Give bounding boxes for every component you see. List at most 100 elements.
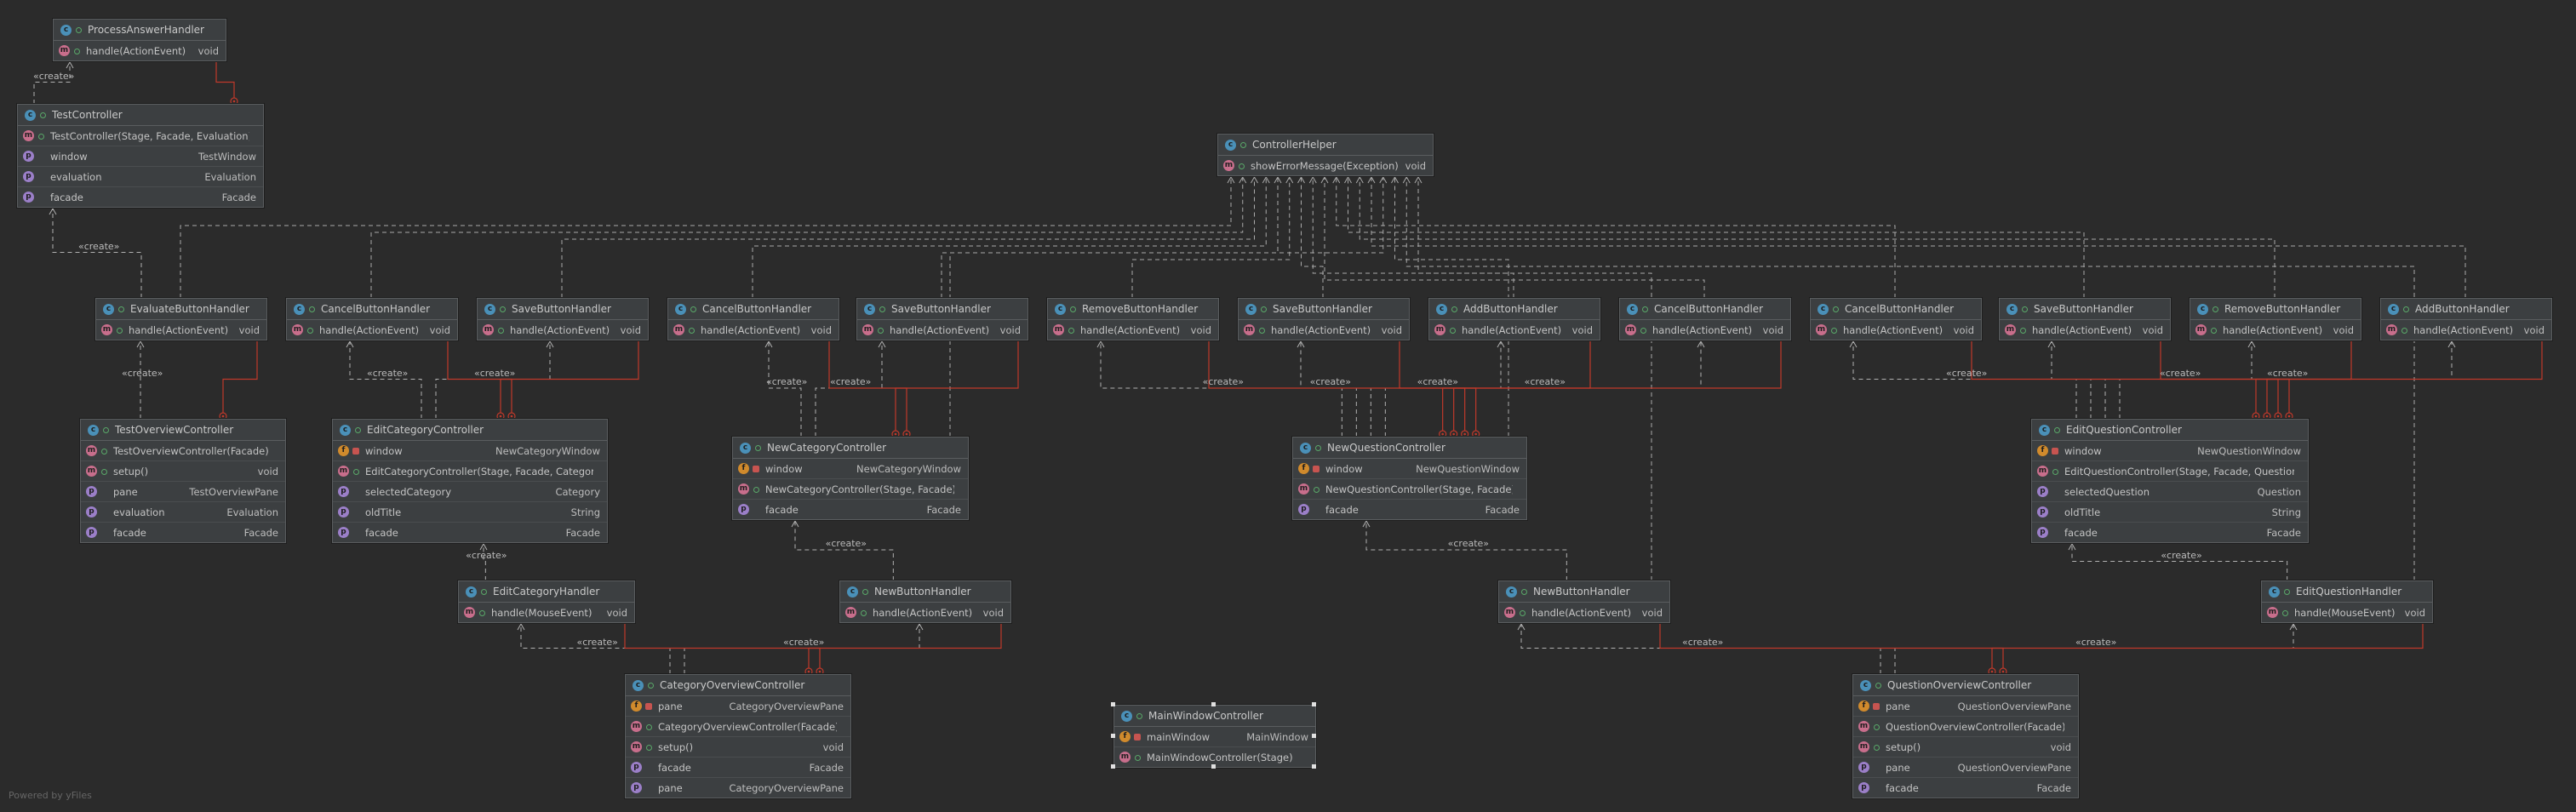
selection-handle[interactable]	[1111, 702, 1115, 706]
selection-handle[interactable]	[1211, 702, 1216, 706]
selection-handle[interactable]	[1211, 764, 1216, 769]
selection-handle[interactable]	[1312, 733, 1316, 738]
selection-handle[interactable]	[1111, 764, 1115, 769]
selection-handle[interactable]	[1111, 733, 1115, 738]
